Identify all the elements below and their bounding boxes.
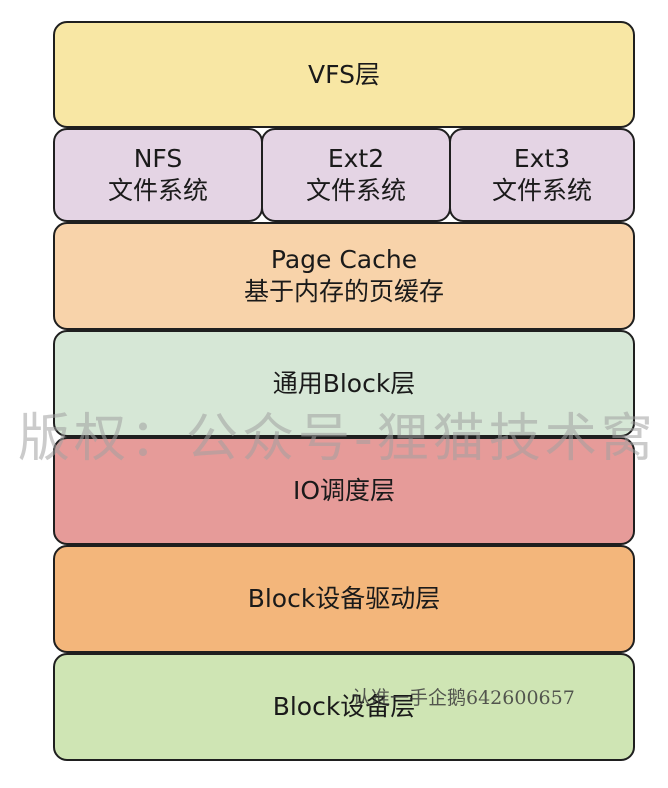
fs-ext2-desc: 文件系统 xyxy=(305,176,406,205)
fs-ext3-box: Ext3 文件系统 xyxy=(449,128,635,222)
block-driver-label: Block设备驱动层 xyxy=(247,584,441,613)
block-generic-layer: 通用Block层 xyxy=(53,330,635,437)
page-cache-title: Page Cache xyxy=(270,245,418,274)
vfs-layer-label: VFS层 xyxy=(308,59,380,89)
fs-nfs-desc: 文件系统 xyxy=(107,176,208,205)
fs-nfs-name: NFS xyxy=(133,144,183,173)
io-scheduler-label: IO调度层 xyxy=(292,476,396,505)
block-device-layer: Block设备层 xyxy=(53,653,635,761)
fs-ext3-desc: 文件系统 xyxy=(491,176,592,205)
block-generic-label: 通用Block层 xyxy=(272,368,416,398)
block-device-label: Block设备层 xyxy=(272,692,416,721)
fs-ext2-box: Ext2 文件系统 xyxy=(261,128,451,222)
fs-nfs-box: NFS 文件系统 xyxy=(53,128,263,222)
page-cache-layer: Page Cache 基于内存的页缓存 xyxy=(53,222,635,330)
fs-ext2-name: Ext2 xyxy=(327,144,385,173)
block-driver-layer: Block设备驱动层 xyxy=(53,545,635,653)
io-scheduler-layer: IO调度层 xyxy=(53,437,635,545)
fs-ext3-name: Ext3 xyxy=(513,144,571,173)
vfs-layer: VFS层 xyxy=(53,21,635,128)
page-cache-desc: 基于内存的页缓存 xyxy=(243,277,444,306)
